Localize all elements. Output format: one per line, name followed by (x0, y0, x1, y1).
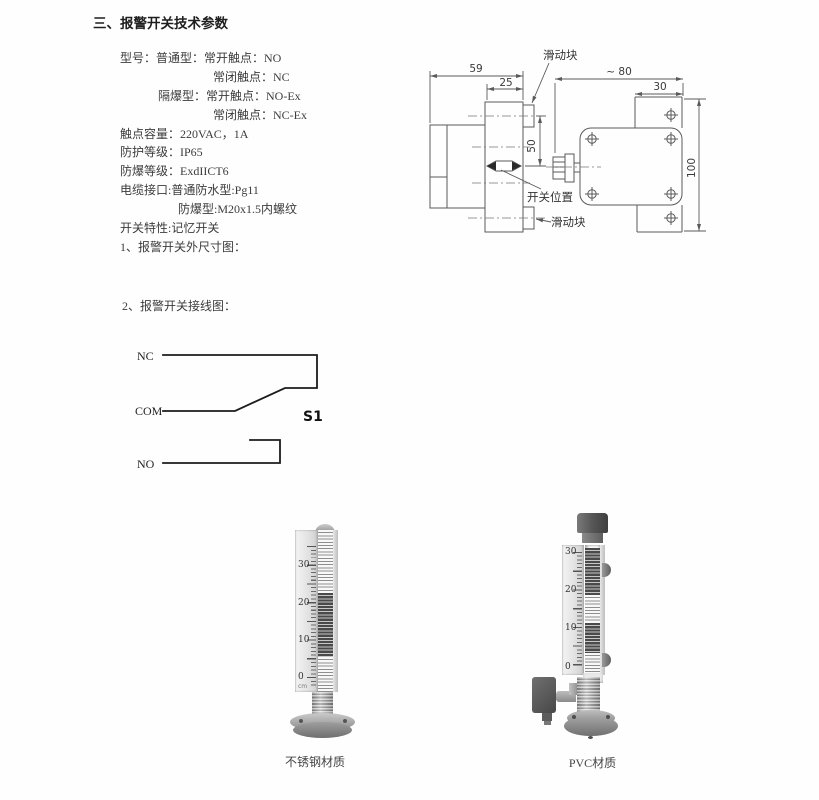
terminal-no: NO (137, 457, 155, 471)
top-cap-neck (582, 533, 603, 543)
spec-line-cable-ex: 防爆型:M20x1.5内螺纹 (178, 202, 298, 217)
flapper-stripes-light (318, 657, 333, 692)
scale-unit: cm (298, 683, 308, 690)
scale-0: 0 (565, 662, 571, 672)
major-ticks (573, 552, 582, 668)
spec-line-protection: 防护等级：IP65 (120, 145, 203, 160)
switch-box-connector (542, 713, 552, 721)
column-edge (600, 545, 605, 675)
switch-box (532, 677, 556, 713)
side-connection (602, 653, 611, 667)
front-view (546, 96, 683, 233)
spec-line-feature: 开关特性:记忆开关 (120, 221, 220, 236)
dim-80: ~ 80 (606, 66, 632, 78)
screw-holes (585, 108, 678, 225)
dim-100: 100 (686, 158, 698, 178)
wire-nc-com (162, 354, 318, 412)
side-view (429, 101, 548, 233)
column-edge (333, 530, 338, 692)
label-switch-position: 开关位置 (527, 190, 573, 204)
flange-bolt (343, 719, 347, 723)
switch-body-outline (484, 101, 524, 233)
flapper-stripes-dark (585, 548, 600, 595)
spec-list: 型号：普通型：常开触点：NO 常闭触点：NC 隔爆型：常开触点：NO-Ex 常闭… (120, 49, 307, 257)
dim-25: 25 (499, 77, 512, 89)
switch-box-tip (544, 721, 551, 725)
scale-30: 30 (565, 547, 577, 557)
scale-0: 0 (298, 672, 304, 682)
mounting-plate (579, 127, 683, 206)
dimension-drawing: 59 25 50 ~ 80 30 (429, 49, 706, 233)
body-barrel (577, 677, 600, 715)
major-ticks (307, 546, 316, 683)
terminal-com: COM (135, 404, 163, 418)
scale-ruler: 30 20 10 0 cm (295, 530, 318, 692)
flapper-column (318, 530, 333, 692)
scale-30: 30 (298, 560, 310, 570)
terminal-nc: NC (137, 349, 154, 363)
label-slider-top: 滑动块 (543, 49, 578, 62)
spec-line-exrating: 防爆等级：ExdIICT6 (120, 164, 229, 179)
flange-bolt (299, 719, 303, 723)
scale-ruler: 30 20 10 0 (562, 545, 584, 675)
label-slider-bottom: 滑动块 (551, 216, 586, 229)
cable-gland (546, 153, 601, 183)
flapper-stripes-light (318, 530, 333, 593)
flapper-stripes-dark (318, 593, 333, 657)
scale-20: 20 (565, 585, 577, 595)
scale-20: 20 (298, 598, 310, 608)
flapper-column (585, 545, 600, 675)
flange-base (293, 722, 352, 738)
wire-no (162, 439, 281, 464)
spec-line-nc: 常闭触点：NC (213, 69, 290, 84)
flange-base (564, 716, 618, 736)
section-heading-dimension-figure: 1、报警开关外尺寸图： (120, 239, 247, 254)
flange-bolt (606, 715, 610, 719)
spec-line-cable: 电缆接口:普通防水型:Pg11 (120, 183, 259, 198)
spec-line-exproof: 隔爆型：常开触点：NO-Ex (158, 88, 301, 103)
page-title: 三、报警开关技术参数 (93, 16, 228, 31)
dim-59: 59 (469, 63, 482, 75)
section-heading-wiring-figure: 2、报警开关接线图： (122, 299, 237, 313)
flapper-stripes-dark (585, 623, 600, 653)
indicator-dome-cap (315, 524, 335, 533)
chamber-outline (429, 124, 486, 209)
scale-10: 10 (298, 635, 310, 645)
side-connection (602, 563, 611, 577)
caption-stainless: 不锈钢材质 (284, 755, 345, 769)
flange-bolt (572, 715, 576, 719)
dim-30: 30 (653, 81, 666, 93)
caption-pvc: PVC材质 (568, 756, 617, 770)
dimensions: 59 25 50 ~ 80 30 (429, 63, 706, 232)
elbow-pipe-riser (569, 683, 578, 695)
photo-stainless-gauge: 30 20 10 0 cm (283, 510, 373, 750)
switch-designator: S1 (303, 409, 323, 425)
flapper-stripes-light (585, 653, 600, 675)
flange-bolt (588, 736, 593, 739)
switch-position-marker (485, 160, 523, 172)
wiring-diagram: NC COM NO S1 (135, 349, 323, 471)
connection-neck (312, 692, 333, 718)
spec-line-capacity: 触点容量：220VAC，1A (120, 126, 249, 141)
flapper-stripes-light (585, 595, 600, 623)
photo-pvc-gauge: 30 20 10 0 (530, 508, 630, 743)
scale-10: 10 (565, 623, 577, 633)
drawing-labels: 滑动块 开关位置 滑动块 (500, 49, 586, 229)
spec-line-nc-ex: 常闭触点：NC-Ex (213, 107, 307, 122)
elbow-pipe (556, 691, 576, 702)
top-cap (577, 513, 608, 533)
spec-line-model: 型号：普通型：常开触点：NO (120, 51, 282, 65)
dim-50: 50 (526, 139, 538, 152)
